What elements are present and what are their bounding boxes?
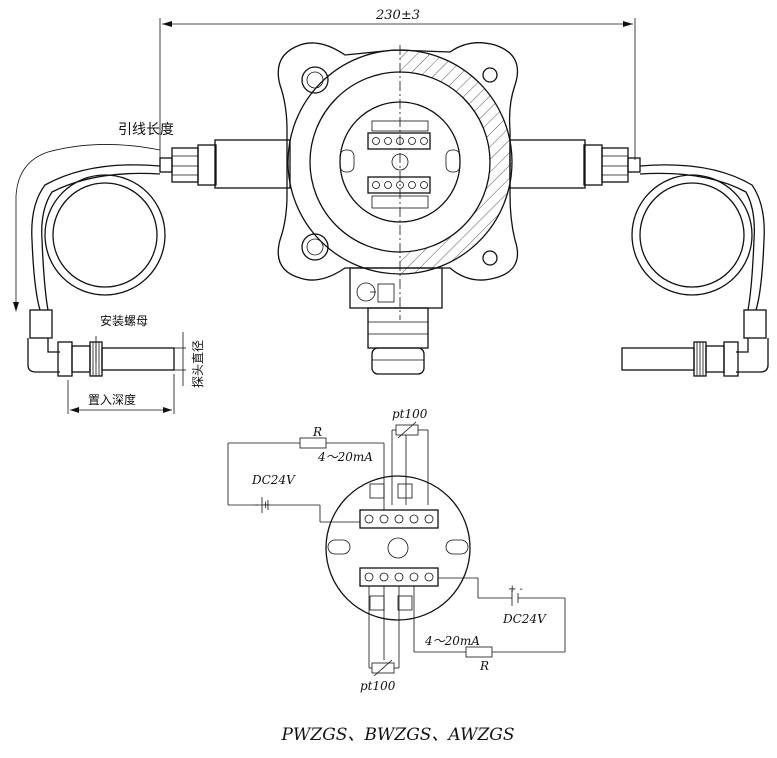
upper-terminal-block — [359, 483, 439, 529]
resistor-label-top: R — [312, 425, 322, 439]
supply-label-top: DC24V — [251, 473, 296, 487]
mounting-nut-label: 安装螺母 — [100, 313, 148, 328]
probe-diameter-label: 探头直径 — [191, 340, 205, 388]
right-arm — [509, 139, 769, 377]
upper-wiring: R 4～20mA DC24V - + pt100 — [227, 407, 429, 523]
lower-wiring: + - DC24V 4～20mA R pt100 — [360, 577, 566, 693]
current-label-bottom: 4～20mA — [424, 634, 480, 648]
sensor-label-top: pt100 — [392, 407, 428, 421]
wiring-diagram: R 4～20mA DC24V - + pt100 — [227, 407, 566, 693]
insertion-depth-label: 置入深度 — [88, 392, 136, 407]
supply-label-bottom: DC24V — [502, 612, 547, 626]
sensor-label-bottom: pt100 — [360, 679, 396, 693]
model-caption: PWZGS、BWZGS、AWZGS — [280, 725, 514, 745]
overall-width-dimension: 230±3 — [159, 8, 636, 160]
polarity-top: - + — [255, 500, 270, 511]
dimension-label: 230±3 — [375, 8, 420, 23]
terminal-housing-circle — [325, 475, 471, 621]
lead-length-label: 引线长度 — [118, 122, 174, 138]
resistor-label-bottom: R — [479, 659, 489, 673]
housing-body — [277, 42, 519, 375]
left-arm: 引线长度 安装螺母 — [13, 122, 291, 414]
housing-top-view: 230±3 — [13, 8, 769, 414]
current-label-top: 4～20mA — [317, 450, 373, 464]
polarity-bottom: + - — [508, 584, 524, 595]
